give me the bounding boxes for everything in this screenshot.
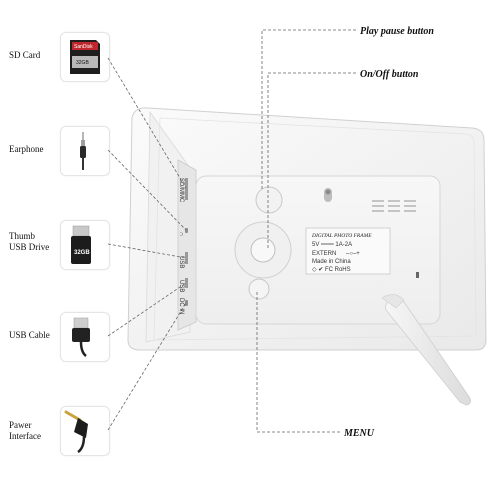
- play-pause-button[interactable]: [255, 186, 283, 214]
- on-off-button[interactable]: [250, 237, 276, 263]
- label-thumb-line2: USB Drive: [9, 242, 50, 252]
- info-plate: DIGITAL PHOTO FRAME 5V ═══ 1A-2A EXTERN …: [305, 227, 391, 275]
- side-port-strip: [177, 159, 197, 331]
- dc-port: [185, 300, 188, 306]
- plate-title: DIGITAL PHOTO FRAME: [311, 233, 372, 239]
- usb-port-2: [185, 278, 188, 288]
- stand-base: [381, 294, 405, 309]
- sd-slot: [185, 178, 188, 200]
- hanging-hole-icon: [324, 188, 332, 202]
- label-power-line1: Pawer: [9, 420, 32, 430]
- frame-inner-edge: [153, 117, 477, 341]
- label-menu: MENU: [344, 428, 375, 439]
- earphone-icon: [80, 132, 86, 170]
- stand: [385, 299, 471, 406]
- photo-frame: SD/MMC ∩ USB USB DC IN DIGITAL PHOTO FRA…: [127, 107, 487, 406]
- svg-text:32GB: 32GB: [76, 60, 89, 66]
- indicator-light: [416, 272, 419, 278]
- plate-voltage: 5V ═══ 1A-2A: [312, 242, 352, 248]
- power-plug-icon: [64, 410, 88, 454]
- plate-extern: EXTERN: [312, 251, 336, 257]
- label-usb-cable: USB Cable: [9, 330, 50, 340]
- svg-text:32GB: 32GB: [74, 250, 90, 256]
- label-on-off: On/Off button: [360, 69, 419, 80]
- right-leader-lines: [256, 29, 356, 433]
- plate-marks: ◇ ✔ FC RoHS: [312, 267, 351, 273]
- usb-drive-icon: 32GB: [71, 225, 91, 264]
- label-thumb-line1: Thumb: [9, 231, 35, 241]
- usb-port-1: [185, 252, 188, 264]
- label-play-pause: Play pause button: [360, 26, 434, 37]
- earphone-port: [185, 228, 188, 233]
- sd-card-icon: SanDisk 32GB: [70, 40, 100, 74]
- vent-grille: [372, 200, 416, 212]
- plate-polarity: –○–+: [346, 251, 360, 257]
- port-label-sd: SD/MMC: [178, 178, 184, 203]
- port-label-usb: USB: [178, 256, 184, 268]
- usb-cable-icon: [72, 317, 90, 357]
- left-leader-lines: [107, 57, 187, 431]
- port-label-earphone: ∩: [178, 232, 184, 236]
- label-earphone: Earphone: [9, 144, 44, 154]
- label-sd-card: SD Card: [9, 50, 41, 60]
- plate-origin: Made in China: [312, 259, 351, 265]
- menu-button[interactable]: [248, 278, 270, 300]
- port-label-dc: DC IN: [178, 298, 184, 314]
- label-power-line2: Interface: [9, 431, 41, 441]
- port-label-usb-2: USB: [178, 280, 184, 292]
- svg-text:SanDisk: SanDisk: [74, 44, 93, 50]
